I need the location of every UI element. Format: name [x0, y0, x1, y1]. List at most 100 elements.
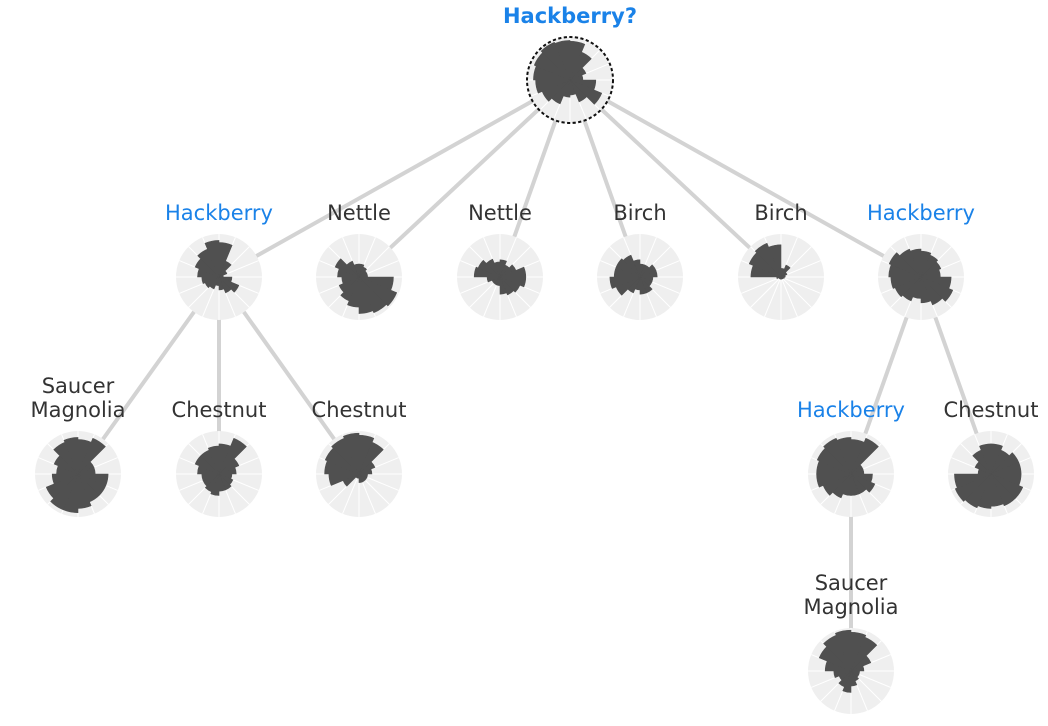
edge-n0-n6: [568, 78, 923, 279]
radial-bar: [218, 260, 232, 278]
radial-bar: [358, 276, 387, 314]
radial-spoke: [780, 260, 821, 278]
radial-bar: [979, 443, 992, 475]
node-label: Chestnut: [944, 398, 1039, 422]
radial-bar: [609, 276, 641, 289]
tree-node[interactable]: Hackberry?: [503, 4, 637, 124]
radial-bar: [838, 670, 852, 688]
nodes-layer: Hackberry? Hackberry Nettle Nettle Birch Birc…: [30, 4, 1038, 714]
radial-bar: [77, 437, 106, 475]
edge-n0-n2: [357, 78, 572, 279]
radial-bar: [499, 276, 507, 295]
radial-bar: [836, 437, 852, 475]
radial-bar: [834, 629, 852, 672]
radial-bar: [920, 276, 954, 302]
radial-spoke: [780, 276, 821, 294]
radial-bar: [615, 258, 641, 278]
radial-bar: [622, 254, 641, 278]
radial-bar: [338, 276, 360, 293]
radial-bar: [569, 67, 587, 81]
radial-spoke: [741, 276, 782, 294]
node-label: Hackberry?: [503, 4, 637, 28]
radial-bar: [954, 473, 992, 502]
node-label: Hackberry: [867, 201, 975, 225]
tree-node[interactable]: Nettle: [457, 201, 543, 320]
radial-bar: [218, 458, 240, 475]
radial-bar: [850, 636, 878, 672]
radial-bar: [569, 79, 603, 105]
node-label: Hackberry: [797, 398, 905, 422]
radial-bar: [569, 51, 592, 81]
tree-node[interactable]: Birch: [738, 201, 824, 320]
node-label: Magnolia: [803, 595, 898, 619]
tree-node[interactable]: Hackberry: [867, 201, 975, 320]
radial-bar: [346, 260, 360, 278]
radial-bar: [569, 79, 588, 103]
node-label: Saucer: [42, 374, 115, 398]
radial-bar: [218, 437, 247, 475]
tree-node[interactable]: Chestnut: [944, 398, 1039, 517]
radial-bar: [954, 473, 992, 489]
radial-bar: [204, 473, 220, 493]
node-label: Magnolia: [30, 398, 125, 422]
radial-bar: [639, 276, 647, 295]
radial-bar: [358, 441, 384, 475]
edge-n0-n5: [568, 78, 783, 279]
radial-bar: [358, 468, 373, 475]
radial-spoke: [342, 473, 360, 514]
radial-bar: [639, 270, 658, 278]
tree-node[interactable]: Hackberry: [165, 201, 273, 320]
radial-bar: [218, 276, 225, 291]
radial-bar: [823, 437, 852, 475]
radial-bar: [920, 254, 939, 278]
tree-node[interactable]: Chestnut: [312, 398, 407, 517]
tree-node[interactable]: Hackberry: [797, 398, 905, 517]
node-label: Chestnut: [312, 398, 407, 422]
radial-bar: [633, 259, 641, 278]
radial-bar: [850, 655, 872, 672]
node-label: Saucer: [815, 571, 888, 595]
node-label: Nettle: [468, 201, 532, 225]
tree-node[interactable]: Nettle: [316, 201, 402, 320]
radial-bar: [63, 437, 79, 475]
radial-bar: [477, 259, 501, 278]
radial-bar: [207, 445, 220, 475]
radial-bar: [204, 240, 220, 278]
edge-n0-n1: [217, 78, 572, 279]
radial-bar: [358, 276, 398, 307]
radial-bar: [45, 473, 79, 499]
radial-bar: [493, 261, 501, 278]
radial-bar: [850, 437, 879, 475]
radial-bar: [920, 276, 943, 306]
radial-bar: [768, 244, 782, 278]
radial-bar: [990, 473, 1016, 507]
radial-bar: [780, 274, 786, 278]
radial-bar: [909, 248, 922, 278]
radial-bar: [342, 432, 360, 475]
tree-node[interactable]: Birch: [597, 201, 683, 320]
node-label: Hackberry: [165, 201, 273, 225]
radial-spoke: [780, 276, 798, 317]
radial-bar: [850, 665, 865, 672]
radial-bar: [850, 473, 876, 493]
radial-bar: [358, 276, 374, 314]
radial-bar: [540, 41, 571, 81]
radial-bar: [334, 258, 360, 278]
radial-bar: [499, 276, 515, 296]
radial-spoke: [780, 276, 812, 308]
tree-node[interactable]: Chestnut: [172, 398, 267, 517]
radial-bar: [358, 473, 363, 483]
radial-bar: [218, 276, 232, 294]
radial-bar: [780, 272, 788, 278]
radial-bar: [218, 270, 228, 278]
radial-bar: [485, 258, 501, 278]
radial-bar: [340, 276, 360, 302]
radial-spoke: [750, 276, 782, 308]
radial-bar: [499, 276, 521, 293]
node-label: Chestnut: [172, 398, 267, 422]
query-node-ring: [526, 36, 614, 124]
